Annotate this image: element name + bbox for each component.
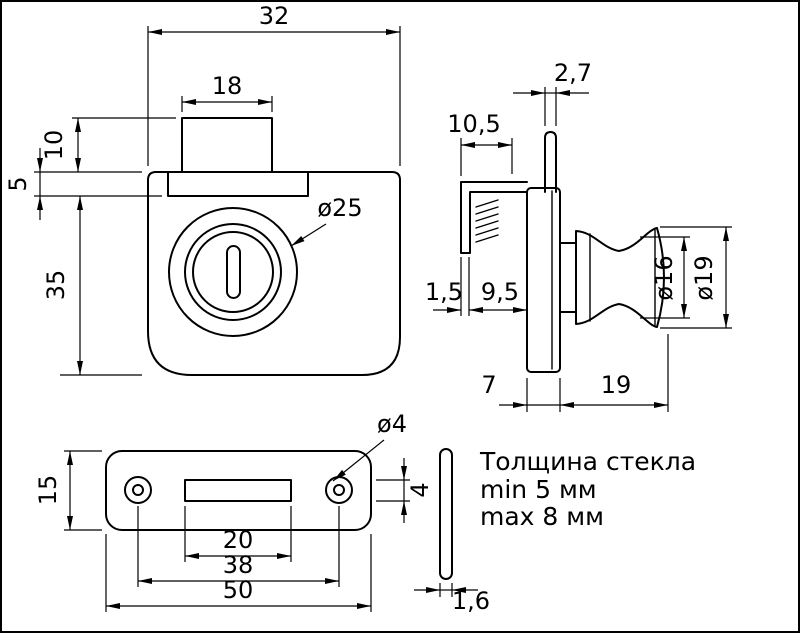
dim-label-knob-length: 19 xyxy=(601,371,632,399)
dim-label-hole-diameter: ø4 xyxy=(377,410,407,438)
dim-glass-thickness xyxy=(414,583,478,597)
dim-label-latch-width: 10,5 xyxy=(447,110,500,138)
cylinder-bezel-circle xyxy=(184,223,282,321)
dim-label-plate-length: 50 xyxy=(223,576,254,604)
strike-plate-outline xyxy=(105,450,372,531)
dim-hole-spacing xyxy=(137,506,340,587)
dim-label-hook-thickness: 1,5 xyxy=(425,278,463,306)
dim-plate-depth xyxy=(499,378,561,412)
cylinder-outer-circle xyxy=(168,207,298,337)
cylinder-tab xyxy=(181,117,273,173)
cylinder-core-circle xyxy=(192,231,274,313)
strike-hole-right-inner xyxy=(333,484,345,496)
dim-body-width xyxy=(147,26,401,166)
strike-hole-left-inner xyxy=(132,484,144,496)
dim-tab-width xyxy=(181,96,273,112)
spring xyxy=(475,199,499,243)
dim-tab-height xyxy=(34,117,176,173)
dim-flange-height xyxy=(34,148,162,220)
glass-note-line1: Толщина стекла xyxy=(479,447,696,476)
latch-hook xyxy=(460,181,528,254)
side-view: 2,7 10,5 1,5 9,5 7 19 xyxy=(425,59,732,412)
dim-label-hook-depth: 9,5 xyxy=(481,278,519,306)
glass-note-line3: max 8 мм xyxy=(480,502,604,531)
strike-hole-right-outer xyxy=(325,476,353,504)
dim-hook-thickness xyxy=(433,257,470,316)
dim-label-tab-height: 10 xyxy=(40,130,68,161)
glass-note-line2: min 5 мм xyxy=(480,475,597,504)
dim-label-glass-thickness: 1,6 xyxy=(452,587,490,615)
strike-hole-left-outer xyxy=(124,476,152,504)
dim-label-body-height: 35 xyxy=(42,270,70,301)
strike-slot xyxy=(184,479,292,502)
dim-label-plate-height: 15 xyxy=(34,475,62,506)
dim-plate-height xyxy=(64,450,102,531)
dim-label-slot-width: 20 xyxy=(223,526,254,554)
dim-plate-length xyxy=(105,534,372,612)
dim-neck-diameter xyxy=(640,236,690,319)
dim-label-tongue-thickness: 2,7 xyxy=(554,59,592,87)
dim-label-slot-height: 4 xyxy=(406,482,434,497)
dim-slot-height xyxy=(376,458,410,523)
dim-latch-width xyxy=(460,138,513,176)
mounting-plate xyxy=(526,187,561,373)
dim-label-cylinder-diameter: ø25 xyxy=(317,194,362,222)
dim-slot-width xyxy=(184,506,292,562)
dim-tongue-thickness xyxy=(513,87,589,126)
knob-profile xyxy=(575,227,665,328)
dim-label-flange-height: 5 xyxy=(4,176,32,191)
dim-hole-diameter-leader xyxy=(332,439,385,482)
dim-label-hole-spacing: 38 xyxy=(223,551,254,579)
glass-note: Толщина стекла min 5 мм max 8 мм xyxy=(479,447,696,531)
dim-label-knob-diameter: ø19 xyxy=(690,255,718,300)
cylinder-flange xyxy=(167,171,309,197)
dim-label-tab-width: 18 xyxy=(212,72,243,100)
strike-plate-view: ø4 15 4 20 38 xyxy=(34,410,434,612)
dim-label-body-width: 32 xyxy=(259,2,290,30)
dim-body-height xyxy=(60,196,142,376)
glass-plate-view: 1,6 Толщина стекла min 5 мм max 8 мм xyxy=(414,447,696,615)
keyhole-slot xyxy=(226,245,241,299)
dim-label-neck-diameter: ø16 xyxy=(650,255,678,300)
dim-label-plate-depth: 7 xyxy=(481,371,496,399)
glass-plate-outline xyxy=(439,448,453,580)
latch-tongue xyxy=(544,131,557,193)
dim-knob-length xyxy=(560,334,669,412)
front-view: 32 18 10 5 35 ø25 xyxy=(4,2,401,376)
dim-knob-diameter xyxy=(660,226,732,329)
lock-body xyxy=(147,171,401,376)
dim-cylinder-diameter-leader xyxy=(290,223,327,247)
